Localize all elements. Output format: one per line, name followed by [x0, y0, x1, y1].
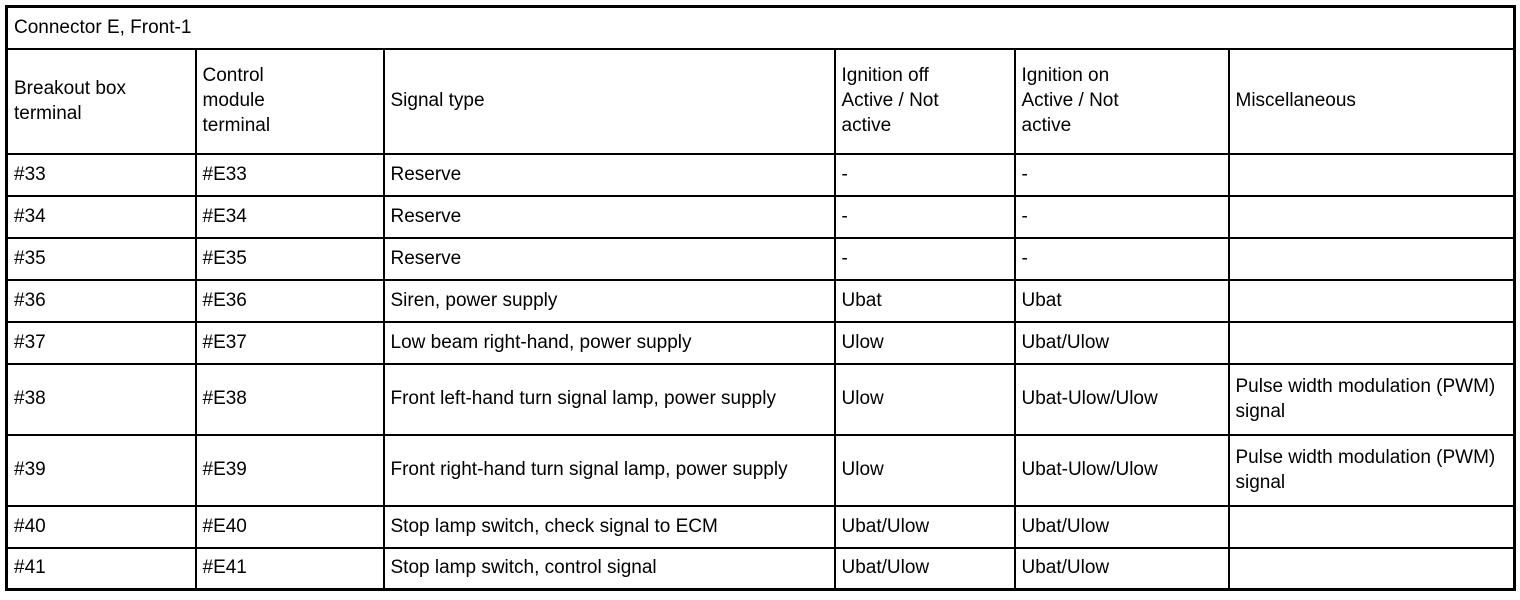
cell-ignition-off: Ulow — [833, 433, 1016, 507]
cell-ignition-on: - — [1013, 152, 1230, 197]
cell-control-module-terminal: #E38 — [194, 362, 385, 436]
column-header-line: active — [1021, 115, 1072, 136]
column-header-line: Active / Not — [1021, 90, 1119, 111]
column-header-line: terminal — [202, 115, 271, 136]
cell-breakout-box-terminal: #35 — [5, 236, 197, 281]
column-header-line: Ignition off — [841, 65, 929, 86]
cell-signal-type: Reserve — [382, 152, 836, 197]
cell-ignition-off: - — [833, 152, 1016, 197]
cell-miscellaneous — [1227, 236, 1516, 281]
cell-control-module-terminal: #E37 — [194, 320, 385, 365]
column-header-control-module-terminal: Control module terminal — [194, 47, 385, 155]
cell-ignition-on: Ubat/Ulow — [1013, 504, 1230, 549]
cell-ignition-on: Ubat — [1013, 278, 1230, 323]
column-header-line: module — [202, 90, 265, 111]
cell-signal-type: Reserve — [382, 236, 836, 281]
cell-breakout-box-terminal: #40 — [5, 504, 197, 549]
cell-control-module-terminal: #E36 — [194, 278, 385, 323]
table-header: Connector E, Front-1 Breakout box termin… — [5, 5, 1516, 155]
cell-ignition-on: Ubat-Ulow/Ulow — [1013, 433, 1230, 507]
cell-ignition-off: Ubat/Ulow — [833, 546, 1016, 591]
cell-signal-type: Stop lamp switch, check signal to ECM — [382, 504, 836, 549]
column-header-ignition-on: Ignition on Active / Not active — [1013, 47, 1230, 155]
cell-control-module-terminal: #E35 — [194, 236, 385, 281]
cell-signal-type: Siren, power supply — [382, 278, 836, 323]
column-header-line: terminal — [14, 102, 82, 124]
cell-breakout-box-terminal: #33 — [5, 152, 197, 197]
connector-pinout-table: Connector E, Front-1 Breakout box termin… — [5, 5, 1517, 591]
table-title-row: Connector E, Front-1 — [5, 5, 1516, 50]
cell-control-module-terminal: #E39 — [194, 433, 385, 507]
cell-ignition-off: Ulow — [833, 362, 1016, 436]
cell-signal-type: Stop lamp switch, control signal — [382, 546, 836, 591]
column-header-ignition-off: Ignition off Active / Not active — [833, 47, 1016, 155]
column-header-line: Ignition on — [1021, 65, 1110, 86]
cell-ignition-off: Ulow — [833, 320, 1016, 365]
cell-signal-type: Reserve — [382, 194, 836, 239]
cell-ignition-on: Ubat/Ulow — [1013, 546, 1230, 591]
column-header-line: Miscellaneous — [1235, 90, 1356, 111]
cell-ignition-off: - — [833, 236, 1016, 281]
cell-ignition-on: - — [1013, 194, 1230, 239]
cell-breakout-box-terminal: #38 — [5, 362, 197, 436]
table-title: Connector E, Front-1 — [5, 5, 1516, 50]
cell-miscellaneous: Pulse width modulation (PWM) signal — [1227, 362, 1516, 436]
column-header-breakout-box-terminal: Breakout box terminal — [5, 47, 197, 155]
column-header-signal-type: Signal type — [382, 47, 836, 155]
cell-signal-type: Front left-hand turn signal lamp, power … — [382, 362, 836, 436]
cell-ignition-off: Ubat — [833, 278, 1016, 323]
cell-control-module-terminal: #E41 — [194, 546, 385, 591]
cell-breakout-box-terminal: #37 — [5, 320, 197, 365]
table-column-header-row: Breakout box terminal Control module ter… — [5, 47, 1516, 155]
cell-miscellaneous — [1227, 152, 1516, 197]
cell-breakout-box-terminal: #39 — [5, 433, 197, 507]
cell-signal-type: Low beam right-hand, power supply — [382, 320, 836, 365]
cell-miscellaneous — [1227, 320, 1516, 365]
column-header-line: active — [841, 115, 892, 136]
cell-control-module-terminal: #E34 — [194, 194, 385, 239]
cell-ignition-on: - — [1013, 236, 1230, 281]
column-header-line: Signal type — [390, 90, 485, 111]
cell-ignition-off: Ubat/Ulow — [833, 504, 1016, 549]
cell-ignition-on: Ubat/Ulow — [1013, 320, 1230, 365]
column-header-line: Active / Not — [841, 90, 939, 111]
cell-control-module-terminal: #E40 — [194, 504, 385, 549]
cell-breakout-box-terminal: #41 — [5, 546, 197, 591]
cell-ignition-on: Ubat-Ulow/Ulow — [1013, 362, 1230, 436]
cell-miscellaneous — [1227, 546, 1516, 591]
cell-miscellaneous — [1227, 504, 1516, 549]
cell-control-module-terminal: #E33 — [194, 152, 385, 197]
cell-breakout-box-terminal: #36 — [5, 278, 197, 323]
cell-miscellaneous — [1227, 278, 1516, 323]
column-header-line: Breakout box — [14, 77, 126, 99]
cell-ignition-off: - — [833, 194, 1016, 239]
cell-miscellaneous — [1227, 194, 1516, 239]
cell-miscellaneous: Pulse width modulation (PWM) signal — [1227, 433, 1516, 507]
cell-signal-type: Front right-hand turn signal lamp, power… — [382, 433, 836, 507]
cell-breakout-box-terminal: #34 — [5, 194, 197, 239]
column-header-miscellaneous: Miscellaneous — [1227, 47, 1516, 155]
column-header-line: Control — [202, 65, 264, 86]
